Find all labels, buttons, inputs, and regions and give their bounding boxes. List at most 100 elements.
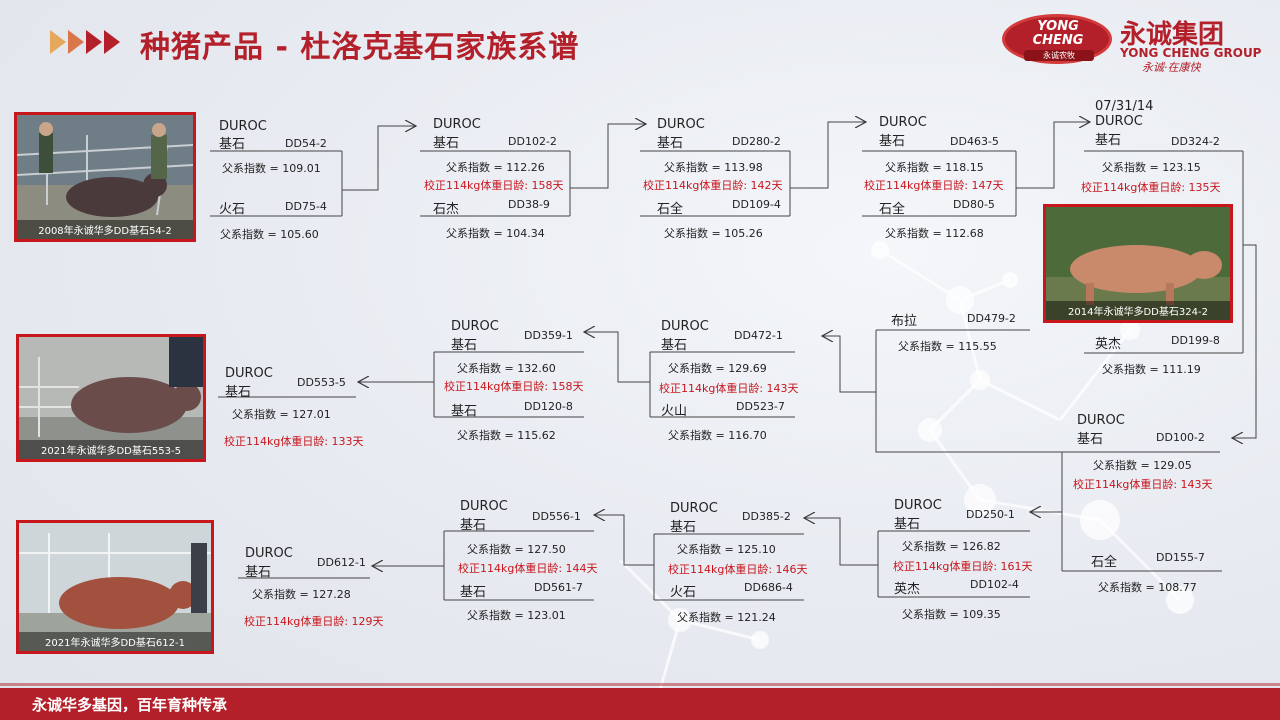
node-dd109-index: 父系指数 = 105.26 (664, 227, 763, 240)
node-dd463-days: 校正114kg体重日龄: 147天 (864, 179, 1004, 192)
footer-bar: 永诚华多基因，百年育种传承 (0, 688, 1280, 720)
node-dd102b-index: 父系指数 = 109.35 (902, 608, 1001, 621)
node-dd102-name: 基石 (433, 136, 460, 151)
node-dd250-breed: DUROC (894, 498, 942, 513)
node-dd359-days: 校正114kg体重日龄: 158天 (444, 380, 584, 393)
node-dd556-index: 父系指数 = 127.50 (467, 543, 566, 556)
node-dd686-id: DD686-4 (744, 581, 793, 594)
node-dd102b-name: 英杰 (894, 582, 921, 597)
node-dd155-id: DD155-7 (1156, 551, 1205, 564)
photo-caption: 2008年永诚华多DD基石54-2 (17, 220, 193, 239)
node-dd100-days: 校正114kg体重日龄: 143天 (1073, 478, 1213, 491)
node-dd54-index: 父系指数 = 109.01 (222, 162, 321, 175)
node-dd553-breed: DUROC (225, 366, 273, 381)
footer-accent-line (0, 683, 1280, 686)
node-dd199-name: 英杰 (1095, 337, 1122, 352)
node-dd472-days: 校正114kg体重日龄: 143天 (659, 382, 799, 395)
node-dd250-name: 基石 (894, 517, 921, 532)
page-title: 种猪产品 - 杜洛克基石家族系谱 (140, 30, 580, 65)
title-arrows-decoration (50, 30, 120, 54)
photo-caption: 2021年永诚华多DD基石553-5 (19, 440, 203, 459)
node-dd612-id: DD612-1 (317, 556, 366, 569)
photo-dd324-2: 2014年永诚华多DD基石324-2 (1043, 204, 1233, 323)
node-dd523-index: 父系指数 = 116.70 (668, 429, 767, 442)
node-dd385-breed: DUROC (670, 501, 718, 516)
node-dd38-name: 石杰 (433, 202, 460, 217)
node-dd553-index: 父系指数 = 127.01 (232, 408, 331, 421)
node-dd359-breed: DUROC (451, 319, 499, 334)
node-dd80-index: 父系指数 = 112.68 (885, 227, 984, 240)
logo-chinese: 永诚集团 (1120, 20, 1225, 50)
node-dd556-breed: DUROC (460, 499, 508, 514)
node-dd479-name: 布拉 (891, 314, 918, 329)
node-dd612-name: 基石 (245, 565, 272, 580)
node-dd463-breed: DUROC (879, 115, 927, 130)
node-dd102-index: 父系指数 = 112.26 (446, 161, 545, 174)
node-dd102b-id: DD102-4 (970, 578, 1019, 591)
node-dd612-index: 父系指数 = 127.28 (252, 588, 351, 601)
node-dd109-id: DD109-4 (732, 198, 781, 211)
company-logo: YONG CHENG 永诚农牧 永诚集团 YONG CHENG GROUP 永诚… (1002, 14, 1262, 74)
photo-caption: 2021年永诚华多DD基石612-1 (19, 632, 211, 651)
node-dd280-breed: DUROC (657, 117, 705, 132)
node-dd324-id: DD324-2 (1171, 135, 1220, 148)
node-dd120-index: 父系指数 = 115.62 (457, 429, 556, 442)
photo-caption: 2014年永诚华多DD基石324-2 (1046, 301, 1230, 320)
node-dd385-id: DD385-2 (742, 510, 791, 523)
node-dd38-index: 父系指数 = 104.34 (446, 227, 545, 240)
node-dd280-days: 校正114kg体重日龄: 142天 (643, 179, 783, 192)
node-dd109-name: 石全 (657, 202, 684, 217)
node-dd324-name: 基石 (1095, 133, 1122, 148)
node-dd100-id: DD100-2 (1156, 431, 1205, 444)
node-dd359-name: 基石 (451, 338, 478, 353)
node-dd280-index: 父系指数 = 113.98 (664, 161, 763, 174)
node-dd561-name: 基石 (460, 585, 487, 600)
node-dd324-index: 父系指数 = 123.15 (1102, 161, 1201, 174)
node-dd38-id: DD38-9 (508, 198, 550, 211)
node-dd54-breed: DUROC (219, 119, 267, 134)
logo-small-text: 永诚农牧 (1024, 50, 1094, 61)
node-dd479-id: DD479-2 (967, 312, 1016, 325)
node-dd80-name: 石全 (879, 202, 906, 217)
node-dd250-days: 校正114kg体重日龄: 161天 (893, 560, 1033, 573)
node-dd155-index: 父系指数 = 108.77 (1098, 581, 1197, 594)
node-dd359-id: DD359-1 (524, 329, 573, 342)
node-dd199-id: DD199-8 (1171, 334, 1220, 347)
node-dd155-name: 石全 (1091, 555, 1118, 570)
node-dd385-index: 父系指数 = 125.10 (677, 543, 776, 556)
node-dd523-name: 火山 (661, 404, 688, 419)
logo-english: YONG CHENG (1032, 19, 1084, 48)
node-dd100-breed: DUROC (1077, 413, 1125, 428)
photo-dd553-5: 2021年永诚华多DD基石553-5 (16, 334, 206, 462)
node-dd199-index: 父系指数 = 111.19 (1102, 363, 1201, 376)
node-dd556-name: 基石 (460, 518, 487, 533)
footer-slogan: 永诚华多基因，百年育种传承 (32, 696, 228, 714)
node-dd472-breed: DUROC (661, 319, 709, 334)
node-dd80-id: DD80-5 (953, 198, 995, 211)
node-dd75-index: 父系指数 = 105.60 (220, 228, 319, 241)
node-dd280-name: 基石 (657, 136, 684, 151)
node-dd75-id: DD75-4 (285, 200, 327, 213)
node-dd54-id: DD54-2 (285, 137, 327, 150)
node-dd556-days: 校正114kg体重日龄: 144天 (458, 562, 598, 575)
node-dd686-name: 火石 (670, 585, 697, 600)
node-dd280-id: DD280-2 (732, 135, 781, 148)
node-dd54-name: 基石 (219, 137, 246, 152)
node-dd612-days: 校正114kg体重日龄: 129天 (244, 615, 384, 628)
node-dd102-breed: DUROC (433, 117, 481, 132)
node-dd100-name: 基石 (1077, 432, 1104, 447)
node-dd553-name: 基石 (225, 385, 252, 400)
node-dd102-id: DD102-2 (508, 135, 557, 148)
node-dd556-id: DD556-1 (532, 510, 581, 523)
node-dd250-index: 父系指数 = 126.82 (902, 540, 1001, 553)
node-dd385-name: 基石 (670, 520, 697, 535)
node-dd472-id: DD472-1 (734, 329, 783, 342)
node-dd120-id: DD120-8 (524, 400, 573, 413)
node-dd561-id: DD561-7 (534, 581, 583, 594)
photo-dd612-1: 2021年永诚华多DD基石612-1 (16, 520, 214, 654)
node-dd463-index: 父系指数 = 118.15 (885, 161, 984, 174)
node-dd553-id: DD553-5 (297, 376, 346, 389)
node-dd463-name: 基石 (879, 134, 906, 149)
node-dd324-days: 校正114kg体重日龄: 135天 (1081, 181, 1221, 194)
